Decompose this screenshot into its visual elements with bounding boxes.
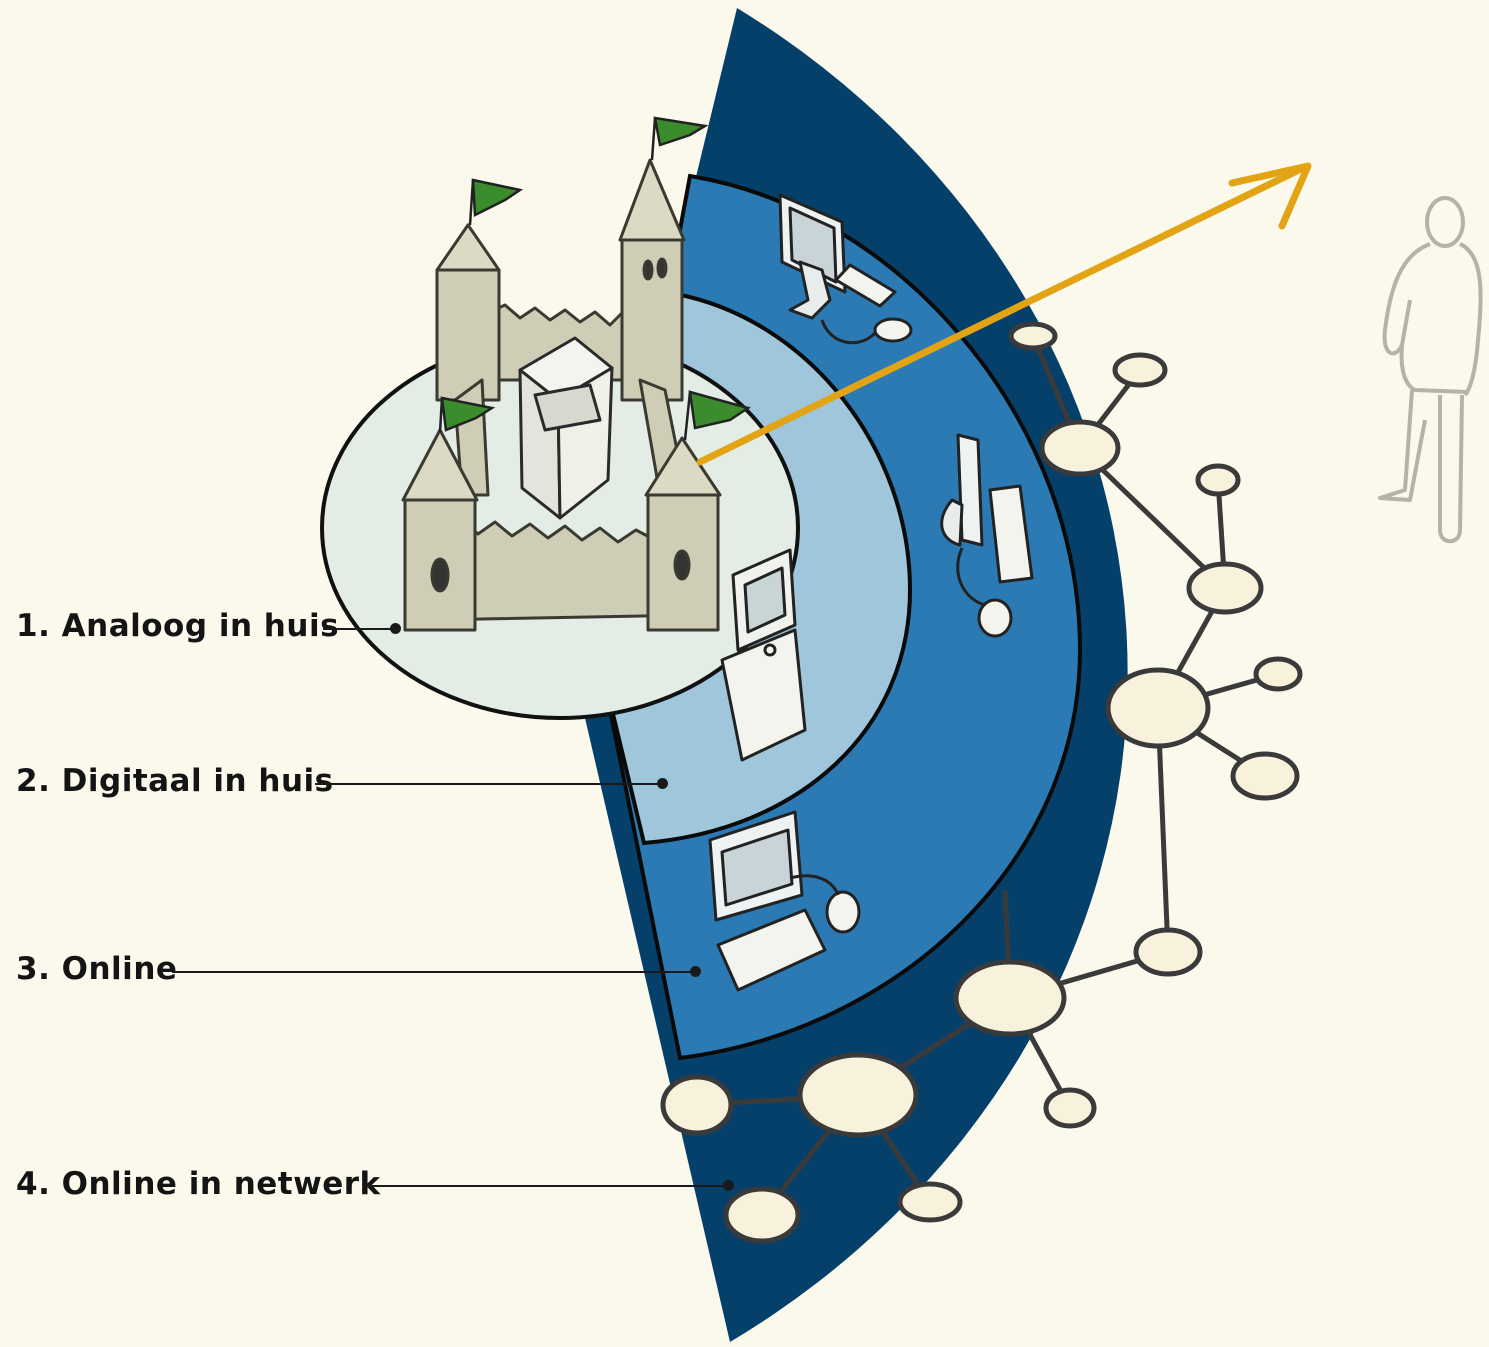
archive-box-icon: [518, 336, 614, 520]
workstation-icon: [778, 193, 913, 345]
network-graph-icon: [660, 321, 1303, 1244]
person-icon: [1378, 196, 1483, 544]
desktop-computer-icon: [708, 810, 861, 992]
leader-dot-digital: [657, 778, 668, 789]
leader-line-online: [172, 971, 694, 973]
layer-label-digital: 2. Digitaal in huis: [16, 763, 334, 799]
flags: [438, 116, 751, 441]
kiosk-icon: [720, 548, 807, 762]
leader-line-analog: [323, 628, 393, 630]
leader-line-digital: [315, 783, 660, 785]
laptop-computer-icon: [940, 433, 1034, 638]
leader-dot-analog: [390, 623, 401, 634]
layer-label-network: 4. Online in netwerk: [16, 1166, 381, 1202]
layer-label-analog: 1. Analoog in huis: [16, 608, 340, 644]
growth-arrow-icon: [696, 162, 1312, 466]
leader-dot-online: [690, 966, 701, 977]
leader-dot-network: [723, 1180, 734, 1191]
leader-line-network: [364, 1185, 726, 1187]
layer-label-online: 3. Online: [16, 951, 178, 987]
